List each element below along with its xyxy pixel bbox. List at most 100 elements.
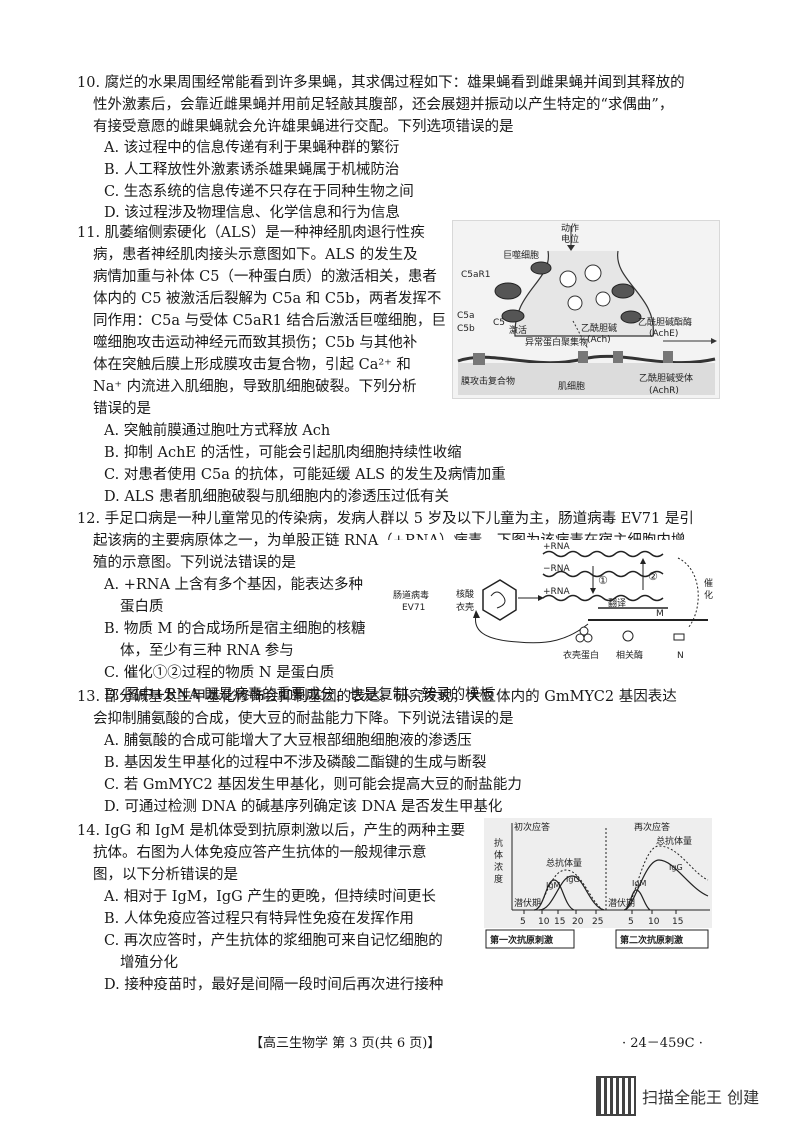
chart-igg-2: IgG [669,863,683,872]
q14-option-b: B. 人体免疫应答过程只有特异性免疫在发挥作用 [104,911,414,927]
q12-line-3: 殖的示意图。下列说法错误的是 [93,555,296,571]
x-tick-label: 5 [628,917,634,927]
fig11-ach2: (Ach) [587,335,611,345]
q14-option-c-cont: 增殖分化 [120,955,178,971]
neuromuscular-junction-figure: 动作 电位 巨噬细胞 C5aR1 C5a C5b C5 激活 异常蛋白聚集物 乙… [452,220,720,399]
fig11-dianwei: 电位 [561,233,579,245]
fig11-ach: 乙酰胆碱 [581,322,617,334]
scanner-watermark: 扫描全能王 创建 [642,1088,760,1107]
q11-line-9: 错误的是 [93,401,151,417]
fig11-achr2: (AchR) [649,386,679,396]
q13-option-c: C. 若 GmMYC2 基因发生甲基化，则可能会提高大豆的耐盐能力 [104,777,522,793]
fig12-yiqiao-prot: 衣壳蛋白 [563,649,599,661]
igg-curve-2 [623,859,709,911]
fig11-yichang: 异常蛋白聚集物 [525,336,588,348]
chart-first-response: 初次应答 [514,821,550,833]
x-tick-label: 10 [538,917,550,927]
fig12-cuihua2: 化 [704,589,713,601]
q11-line-5: 同作用：C5a 与受体 C5aR1 结合后激活巨噬细胞，巨 [93,313,446,329]
antibody-response-chart: 初次应答 再次应答 总抗体量 总抗体量 抗 体 浓 度 潜伏期 潜伏期 IgM … [484,818,712,951]
chart-stim-2: 第二次抗原刺激 [620,934,683,946]
q14-line-3: 图，以下分析错误的是 [93,867,238,883]
q12-line-1: 12. 手足口病是一种儿童常见的传染病，发病人群以 5 岁及以下儿童为主，肠道病… [77,511,694,527]
x-tick-label: 25 [592,917,603,927]
q10-line-1: 10. 腐烂的水果周围经常能看到许多果蝇，其求偶过程如下：雄果蝇看到雌果蝇并闻到… [77,75,685,91]
q10-option-c: C. 生态系统的信息传递不只存在于同种生物之间 [104,184,414,200]
q10-line-3: 有接受意愿的雌果蝇就会允许雄果蝇进行交配。下列选项错误的是 [93,119,514,135]
q10-option-d: D. 该过程涉及物理信息、化学信息和行为信息 [104,205,400,221]
x-tick-label: 20 [572,917,584,927]
chart-ylabel-4: 度 [494,873,503,885]
q11-line-2: 病，患者神经肌肉接头示意图如下。ALS 的发生及 [93,247,418,263]
x-tick-label: 5 [520,917,526,927]
q14-option-a: A. 相对于 IgM，IgG 产生的更晚，但持续时间更长 [104,889,436,905]
chart-second-response: 再次应答 [634,821,670,833]
chart-ylabel-2: 体 [494,849,503,861]
chart-igm-1: IgM [546,881,560,890]
q13-option-a: A. 脯氨酸的合成可能增大了大豆根部细胞细胞液的渗透压 [104,733,472,749]
qr-code-icon [596,1076,636,1116]
chart-ylabel-1: 抗 [494,837,503,849]
x-tick-label: 10 [648,917,660,927]
q14-option-c: C. 再次应答时，产生抗体的浆细胞可来自记忆细胞的 [104,933,443,949]
fig12-hesuan: 核酸 [456,588,474,600]
q10-option-b: B. 人工释放性外激素诱杀雄果蝇属于机械防治 [104,162,400,178]
igg-curve-1 [538,875,605,911]
fig12-m-rna: −RNA [543,564,571,574]
fig11-ache2: (AchE) [649,329,678,339]
fig11-c5ar1: C5aR1 [461,270,491,280]
q12-option-b: B. 物质 M 的合成场所是宿主细胞的核糖 [104,621,366,637]
igm-curve-2 [623,889,651,911]
x-tick-label: 15 [672,917,683,927]
total-curve-1 [533,869,605,911]
fig12-step2: ② [648,570,658,583]
q11-option-d: D. ALS 患者肌细胞破裂与肌细胞内的渗透压过低有关 [104,489,449,505]
q13-option-d: D. 可通过检测 DNA 的碱基序列确定该 DNA 是否发生甲基化 [104,799,503,815]
fig12-virus1: 肠道病毒 [393,589,429,601]
fig11-jushi: 巨噬细胞 [503,249,539,261]
fig11-c5a: C5a [457,311,475,321]
fig11-ache: 乙酰胆碱酯酶 [638,316,692,328]
chart-igg-1: IgG [566,875,580,884]
fig12-cuihua1: 催 [704,577,713,589]
q12-option-a-cont: 蛋白质 [120,599,164,615]
fig11-mogongji: 膜攻击复合物 [461,375,515,387]
chart-total-1: 总抗体量 [546,857,582,869]
q11-option-b: B. 抑制 AchE 的活性，可能会引起肌肉细胞持续性收缩 [104,445,462,461]
chart-latent-1: 潜伏期 [514,897,541,909]
fig12-p-rna-bottom: +RNA [543,587,571,597]
fig11-achr: 乙酰胆碱受体 [639,372,693,384]
chart-stim-1: 第一次抗原刺激 [490,934,553,946]
q13-option-b: B. 基因发生甲基化的过程中不涉及磷酸二酯键的生成与断裂 [104,755,487,771]
q11-line-4: 体内的 C5 被激活后裂解为 C5a 和 C5b，两者发挥不 [93,291,442,307]
q11-line-8: Na⁺ 内流进入肌细胞，导致肌细胞破裂。下列分析 [93,379,417,395]
fig11-dongzuo: 动作 [561,222,579,234]
q11-option-a: A. 突触前膜通过胞吐方式释放 Ach [104,423,331,439]
q10-option-a: A. 该过程中的信息传递有利于果蝇种群的繁衍 [104,140,400,156]
fig12-p-rna-top: +RNA [543,542,571,552]
fig12-virus2: EV71 [402,603,425,613]
footer-code: · 24－459C · [622,1036,703,1051]
q11-line-3: 病情加重与补体 C5（一种蛋白质）的激活相关，患者 [93,269,437,285]
fig12-m: M [656,609,664,619]
ev71-replication-figure: +RNA −RNA +RNA ① ② 肠道病毒 EV71 核酸 衣壳 翻译 M … [388,540,718,664]
q13-line-2: 会抑制脯氨酸的合成，使大豆的耐盐能力下降。下列说法错误的是 [93,711,514,727]
fig12-n: N [677,651,684,661]
q11-option-c: C. 对患者使用 C5a 的抗体，可能延缓 ALS 的发生及病情加重 [104,467,506,483]
q13-line-1: 13. 部分碱基发生甲基化修饰会抑制基因的表达。研究发现，大豆体内的 GmMYC… [77,689,677,705]
q11-line-6: 噬细胞攻击运动神经元而致其损伤；C5b 与其他补 [93,335,418,351]
q12-option-c: C. 催化①②过程的物质 N 是蛋白质 [104,665,335,681]
x-tick-label: 15 [554,917,565,927]
chart-ylabel-3: 浓 [494,862,503,873]
chart-total-2: 总抗体量 [656,835,692,847]
chart-igm-2: IgM [632,879,646,888]
fig11-c5b: C5b [457,324,475,334]
chart-latent-2: 潜伏期 [608,897,635,909]
q11-line-7: 体在突触后膜上形成膜攻击复合物，引起 Ca²⁺ 和 [93,357,411,373]
q12-option-a: A. +RNA 上含有多个基因，能表达多种 [104,577,364,593]
fig12-yiqiao: 衣壳 [456,601,474,613]
q12-option-b-cont: 体，至少有三种 RNA 参与 [120,643,294,659]
q14-line-2: 抗体。右图为人体免疫应答产生抗体的一般规律示意 [93,845,427,861]
q11-line-1: 11. 肌萎缩侧索硬化（ALS）是一种神经肌肉退行性疾 [77,225,425,241]
footer-page-title: 【高三生物学 第 3 页(共 6 页)】 [250,1036,441,1051]
